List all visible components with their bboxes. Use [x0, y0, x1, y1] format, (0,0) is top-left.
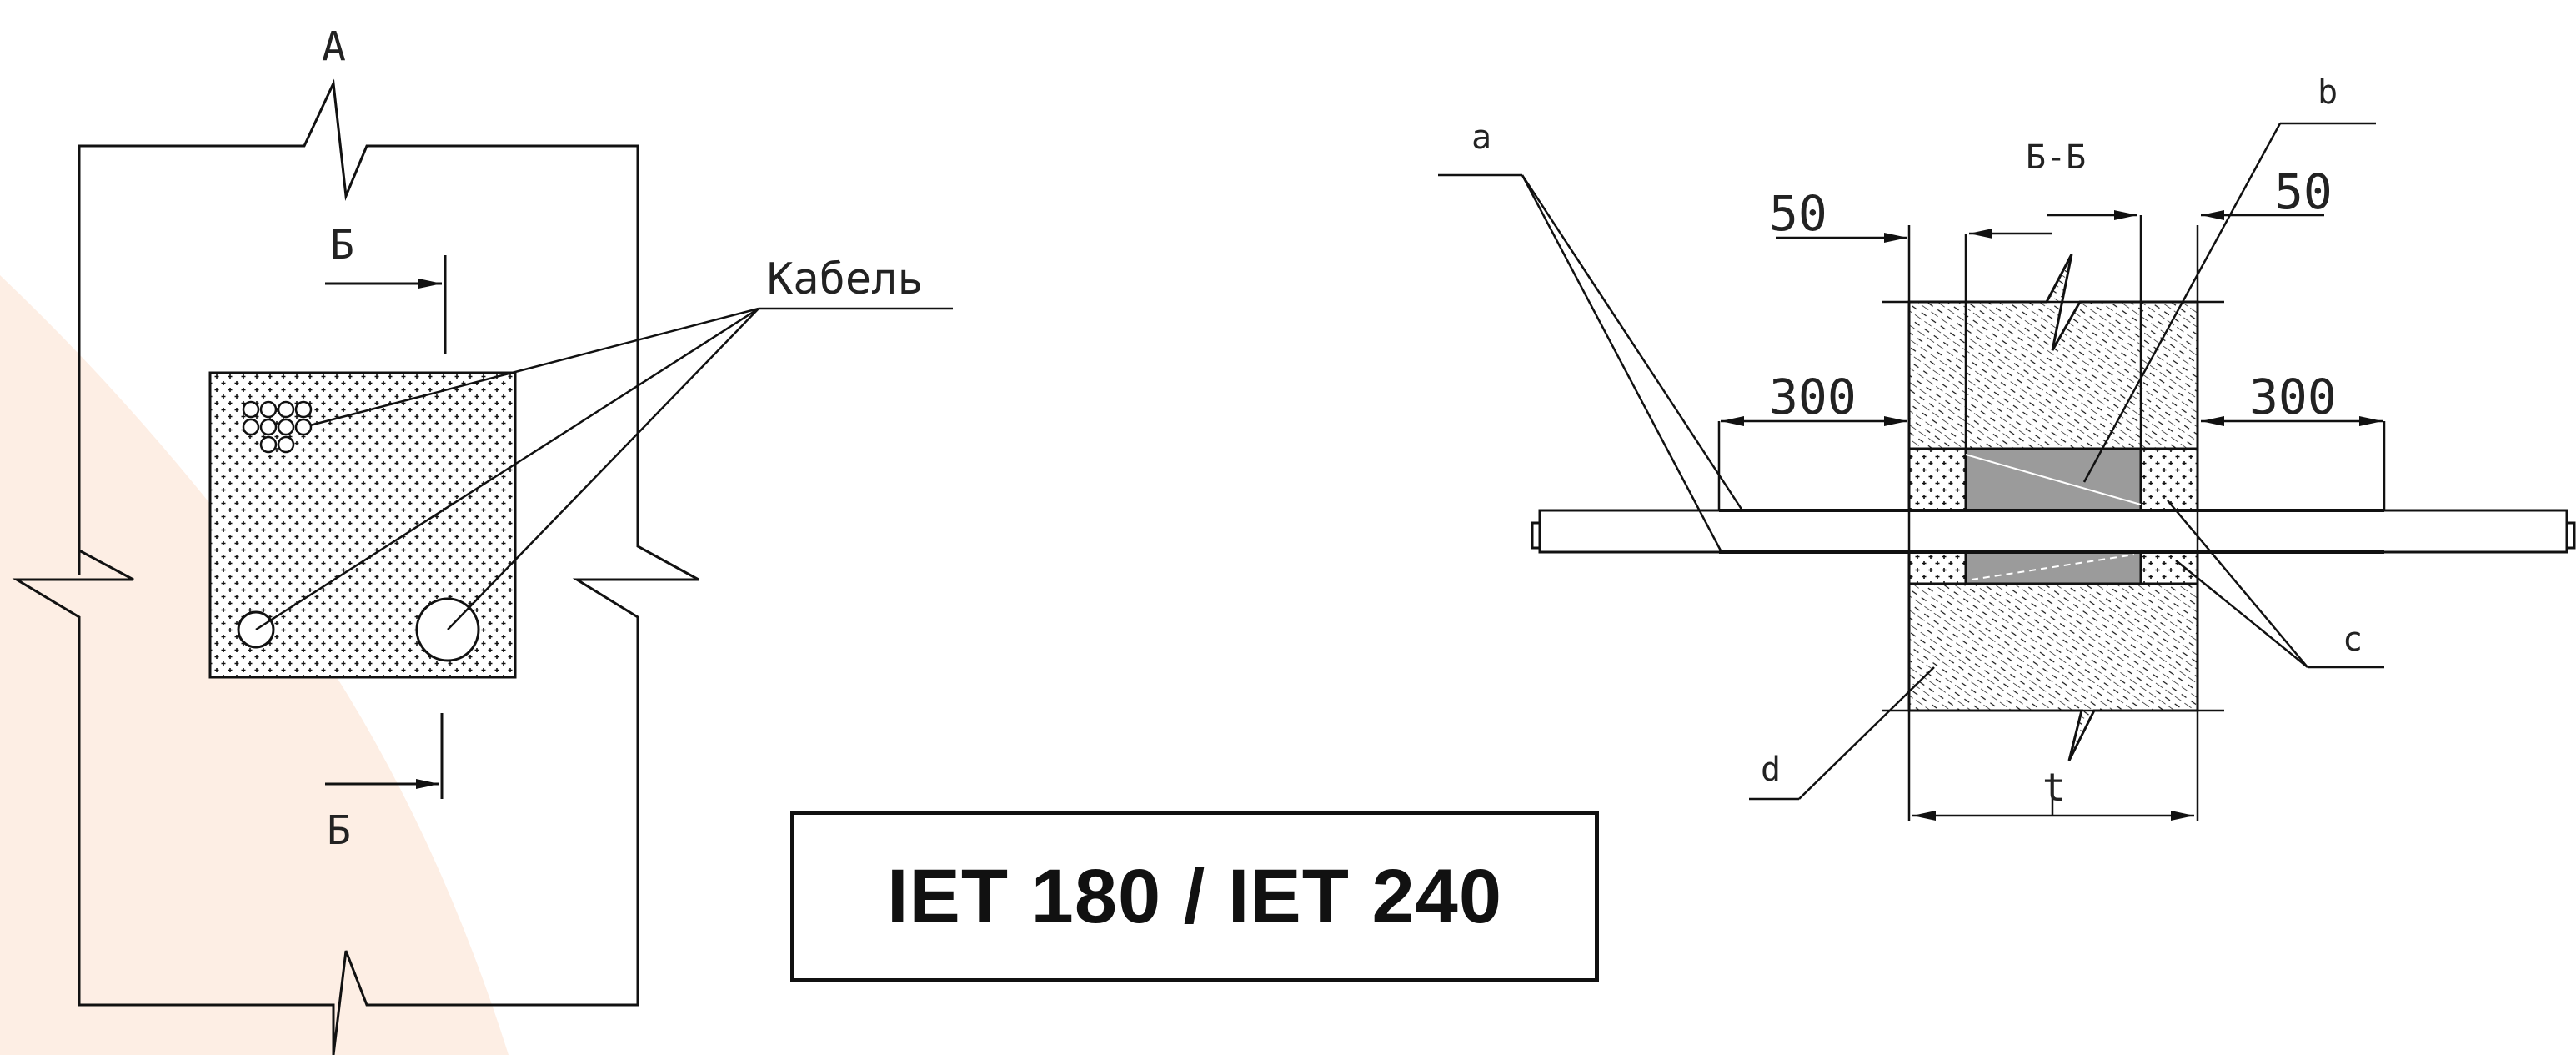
- dim-thickness: t: [2042, 765, 2066, 810]
- product-title: IET 180 / IET 240: [886, 853, 1503, 939]
- product-title-box: IET 180 / IET 240: [790, 811, 1599, 982]
- section-title: Б-Б: [2026, 138, 2086, 177]
- dimension-lines: [1721, 210, 2383, 821]
- extension-lines: [1717, 215, 2386, 821]
- cable-label: Кабель: [767, 254, 924, 304]
- callout-b: b: [2318, 73, 2338, 112]
- sealant-right-bottom: [2139, 549, 2199, 585]
- dim-right-50: 50: [2274, 163, 2333, 220]
- sealant-left-top: [1907, 447, 1967, 513]
- sealant-left-bottom: [1907, 549, 1967, 585]
- callout-leaders: [1438, 122, 2384, 801]
- cable-tray: [1531, 509, 2576, 554]
- wall-outline: [12, 78, 699, 1055]
- wall-hatch-lower: [1907, 580, 2199, 761]
- cable-bundle: [242, 400, 313, 454]
- cut-mark-lower: Б: [327, 807, 351, 854]
- section-mark-top: А: [322, 23, 346, 70]
- callout-d: d: [1761, 751, 1781, 789]
- cable-penetration: [208, 371, 517, 679]
- cut-arrows: [325, 255, 447, 799]
- callout-c: c: [2343, 620, 2363, 659]
- dim-right-300: 300: [2249, 369, 2337, 425]
- dim-left-300: 300: [1769, 369, 1857, 425]
- dim-left-50: 50: [1769, 185, 1827, 242]
- callout-a: a: [1471, 118, 1491, 157]
- cable-leaders: [255, 307, 953, 631]
- cut-mark-upper: Б: [330, 222, 354, 269]
